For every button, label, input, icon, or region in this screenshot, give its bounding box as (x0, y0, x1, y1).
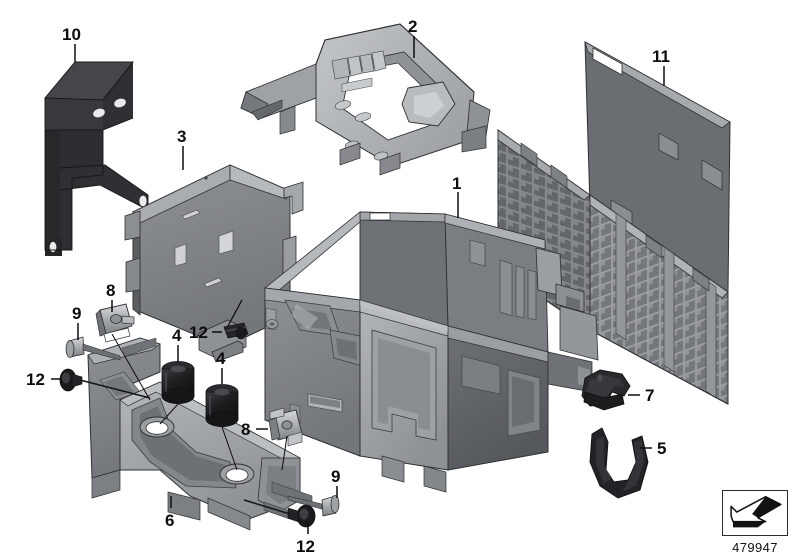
diagram-part-number: 479947 (732, 540, 778, 555)
part-12-plug-left (59, 368, 151, 399)
part-4-grommet-lower (205, 384, 239, 427)
callout-label-10: 10 (62, 25, 81, 44)
callout-label-11: 11 (652, 47, 670, 66)
part-11-ribbed-insert (497, 41, 731, 405)
callout-label-8-lower: 8 (241, 420, 251, 439)
callout-label-7: 7 (645, 386, 655, 405)
part-2-cover-bracket (240, 23, 491, 176)
part-7-cable-clamp-closed (581, 369, 631, 411)
callout-label-6: 6 (165, 511, 175, 530)
orientation-icon-box (722, 490, 788, 536)
callout-label-5: 5 (657, 439, 667, 458)
part-8-spring-nut-upper (95, 303, 135, 343)
callout-leader-lines (51, 36, 665, 534)
callout-label-4-lower: 4 (216, 349, 226, 368)
callout-label-12-upper: 12 (189, 323, 208, 342)
part-12-plug-upper (223, 299, 249, 340)
callout-label-12-left: 12 (26, 370, 45, 389)
part-6-lower-carrier (87, 337, 313, 531)
callout-label-12-bottom: 12 (296, 537, 315, 556)
part-9-screw-lower (287, 495, 340, 517)
part-1-battery-box (264, 211, 599, 493)
part-4-grommet-upper (161, 361, 195, 404)
part-10-mounting-bracket (44, 61, 149, 256)
part-5-cable-clamp-open (589, 427, 649, 499)
callout-label-2: 2 (408, 17, 418, 36)
callout-label-9-upper: 9 (72, 304, 82, 323)
part-8-spring-nut-lower (268, 407, 303, 447)
callout-label-8-upper: 8 (106, 281, 116, 300)
part-12-plug-bottom (243, 499, 316, 528)
callout-label-3: 3 (177, 127, 187, 146)
callout-label-4-upper: 4 (172, 326, 182, 345)
direction-of-travel-arrow-icon (730, 495, 782, 528)
callout-label-1: 1 (452, 174, 462, 193)
callout-label-9-lower: 9 (331, 467, 341, 486)
part-3-cover-plate (124, 164, 304, 363)
